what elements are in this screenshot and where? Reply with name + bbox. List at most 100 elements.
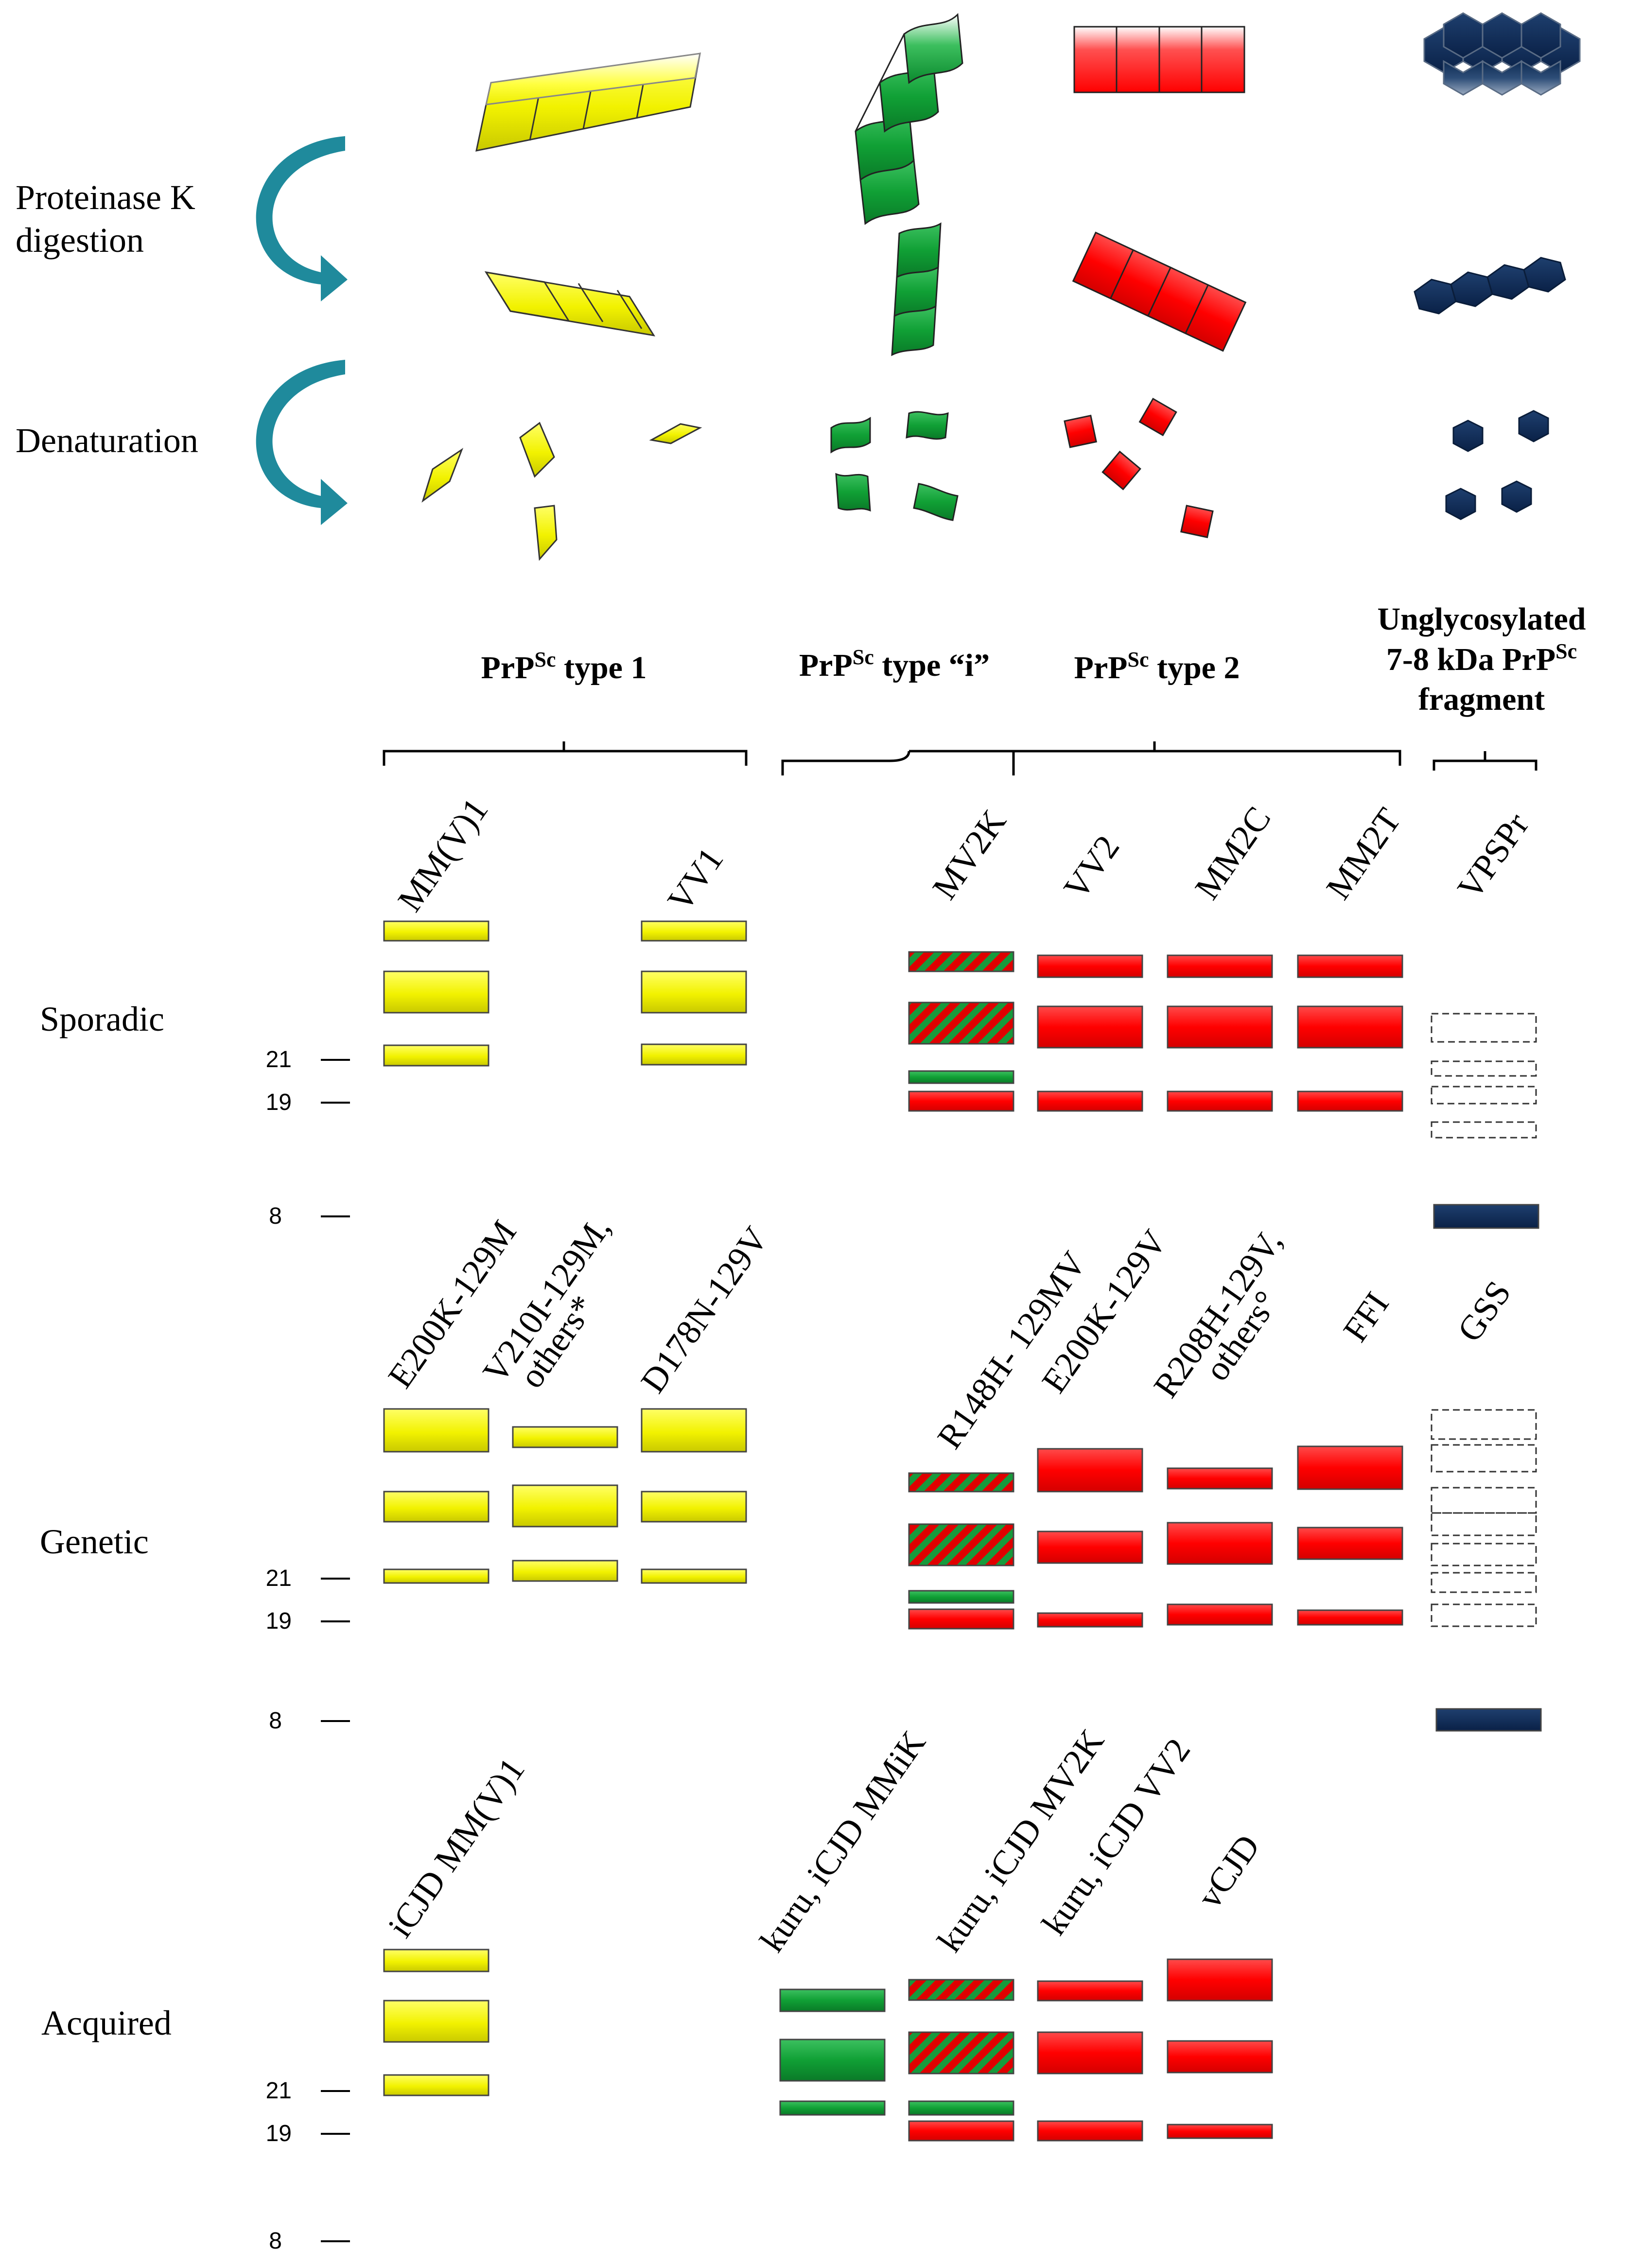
band-dashed: [1431, 1086, 1537, 1105]
band: [383, 1408, 489, 1453]
typei-digested-fibril: [891, 222, 942, 356]
type2-native-fibril: [1073, 26, 1245, 93]
band: [1167, 1090, 1273, 1112]
acquired-lane-labels: iCJD MM(V)1 kuru, iCJD MMiK kuru, iCJD M…: [381, 1723, 1268, 1959]
band: [1037, 1005, 1143, 1049]
lane-label-vv2: VV2: [1056, 828, 1127, 907]
band-dashed: [1431, 1572, 1537, 1593]
band: [1167, 2124, 1273, 2139]
band: [641, 920, 747, 942]
sporadic-lane-labels: MM(V)1 VV1 MV2K VV2 MM2C MM2T VPSPr: [390, 791, 1537, 918]
typei-bracket: [781, 751, 910, 775]
band: [908, 1590, 1014, 1604]
band: [383, 970, 489, 1014]
band: [1037, 954, 1143, 978]
lane-label-mv2k: MV2K: [925, 803, 1014, 906]
band: [1167, 1958, 1273, 2002]
type1-header: PrPSc type 1: [481, 648, 647, 686]
typei-denatured-units: [830, 411, 959, 521]
band: [779, 1988, 886, 2012]
denaturation-curved-arrow-icon: [256, 360, 348, 525]
lane-label-vcjd: vCJD: [1190, 1828, 1268, 1915]
band: [383, 920, 489, 942]
sporadic-markers: 21 19 8: [266, 1047, 350, 1229]
lane-label-kuru-icjd-mv2k: kuru, iCJD MV2K: [930, 1723, 1112, 1959]
band: [1433, 1204, 1539, 1229]
band: [1037, 1612, 1143, 1628]
band: [383, 1949, 489, 1972]
genetic-row: Genetic 21 19 8 E200K-129M V210I-129M, o…: [40, 1209, 1542, 1734]
band: [1167, 1467, 1273, 1490]
band: [512, 1484, 618, 1528]
band: [512, 1560, 618, 1582]
band: [779, 2100, 886, 2116]
band: [908, 1070, 1014, 1084]
band: [1435, 1708, 1542, 1732]
fragment-digested-aggregate: [1414, 257, 1566, 315]
band-dashed: [1431, 1121, 1537, 1139]
marker-21: 21: [266, 1565, 292, 1591]
acquired-markers: 21 19 8: [266, 2078, 350, 2254]
band: [641, 1408, 747, 1453]
marker-8: 8: [269, 1708, 282, 1734]
marker-19: 19: [266, 1608, 292, 1634]
sporadic-bands: [383, 920, 1539, 1229]
band: [1297, 954, 1403, 978]
type2-bracket: [909, 741, 1401, 775]
lane-label-mm2c: MM2C: [1188, 800, 1278, 907]
lane-label-icjd-mmv1: iCJD MM(V)1: [381, 1751, 532, 1944]
band: [641, 970, 747, 1014]
band: [641, 1043, 747, 1066]
marker-19: 19: [266, 1090, 292, 1115]
band: [383, 2000, 489, 2043]
lane-label-mmv1: MM(V)1: [390, 791, 496, 918]
fragment-native-aggregate: [1423, 12, 1581, 96]
marker-8: 8: [269, 1203, 282, 1229]
genetic-markers: 21 19 8: [266, 1565, 350, 1734]
band: [908, 1523, 1014, 1566]
band: [908, 1090, 1014, 1112]
pk-curved-arrow-icon: [256, 136, 348, 301]
band-dashed: [1431, 1543, 1537, 1566]
lane-label-kuru-icjd-mmik: kuru, iCJD MMiK: [752, 1724, 933, 1959]
type-brackets: [383, 741, 1538, 775]
marker-21: 21: [266, 1047, 292, 1072]
band: [1037, 1530, 1143, 1564]
sporadic-label: Sporadic: [40, 1000, 164, 1038]
marker-19: 19: [266, 2121, 292, 2146]
band: [908, 1002, 1014, 1045]
band: [1037, 1980, 1143, 2002]
type1-denatured-units: [421, 422, 702, 561]
genetic-lane-labels: E200K-129M V210I-129M, others* D178N-129…: [381, 1209, 1519, 1456]
band: [1167, 1522, 1273, 1565]
fragment-header-line1: Unglycosylated: [1378, 601, 1586, 637]
band-dashed: [1431, 1603, 1537, 1627]
band: [1297, 1609, 1403, 1626]
genetic-bands: [383, 1408, 1542, 1732]
band-dashed: [1431, 1444, 1537, 1473]
band: [383, 1491, 489, 1523]
band: [1297, 1005, 1403, 1049]
band: [1167, 954, 1273, 978]
fragment-denatured-units: [1445, 410, 1549, 520]
band-dashed: [1431, 1512, 1537, 1536]
band-dashed: [1431, 1487, 1537, 1514]
band: [779, 2039, 886, 2082]
band: [1297, 1090, 1403, 1112]
pk-label-line2: digestion: [16, 221, 144, 260]
lane-label-d178n-129v: D178N-129V: [633, 1220, 776, 1400]
band: [383, 2074, 489, 2096]
band: [383, 1044, 489, 1067]
type1-digested-fibril: [484, 271, 656, 337]
band: [512, 1426, 618, 1448]
fragment-header-line2: 7-8 kDa PrPSc: [1386, 639, 1577, 677]
band: [908, 951, 1014, 972]
lane-label-ffi: FFI: [1336, 1285, 1397, 1349]
process-schematic: Proteinase K digestion Denaturation: [16, 12, 1581, 561]
genetic-label: Genetic: [40, 1522, 149, 1561]
band: [908, 2100, 1014, 2116]
typei-header: PrPSc type “i”: [799, 645, 990, 683]
type2-denatured-units: [1064, 398, 1214, 538]
typei-native-fibril: [855, 13, 963, 225]
